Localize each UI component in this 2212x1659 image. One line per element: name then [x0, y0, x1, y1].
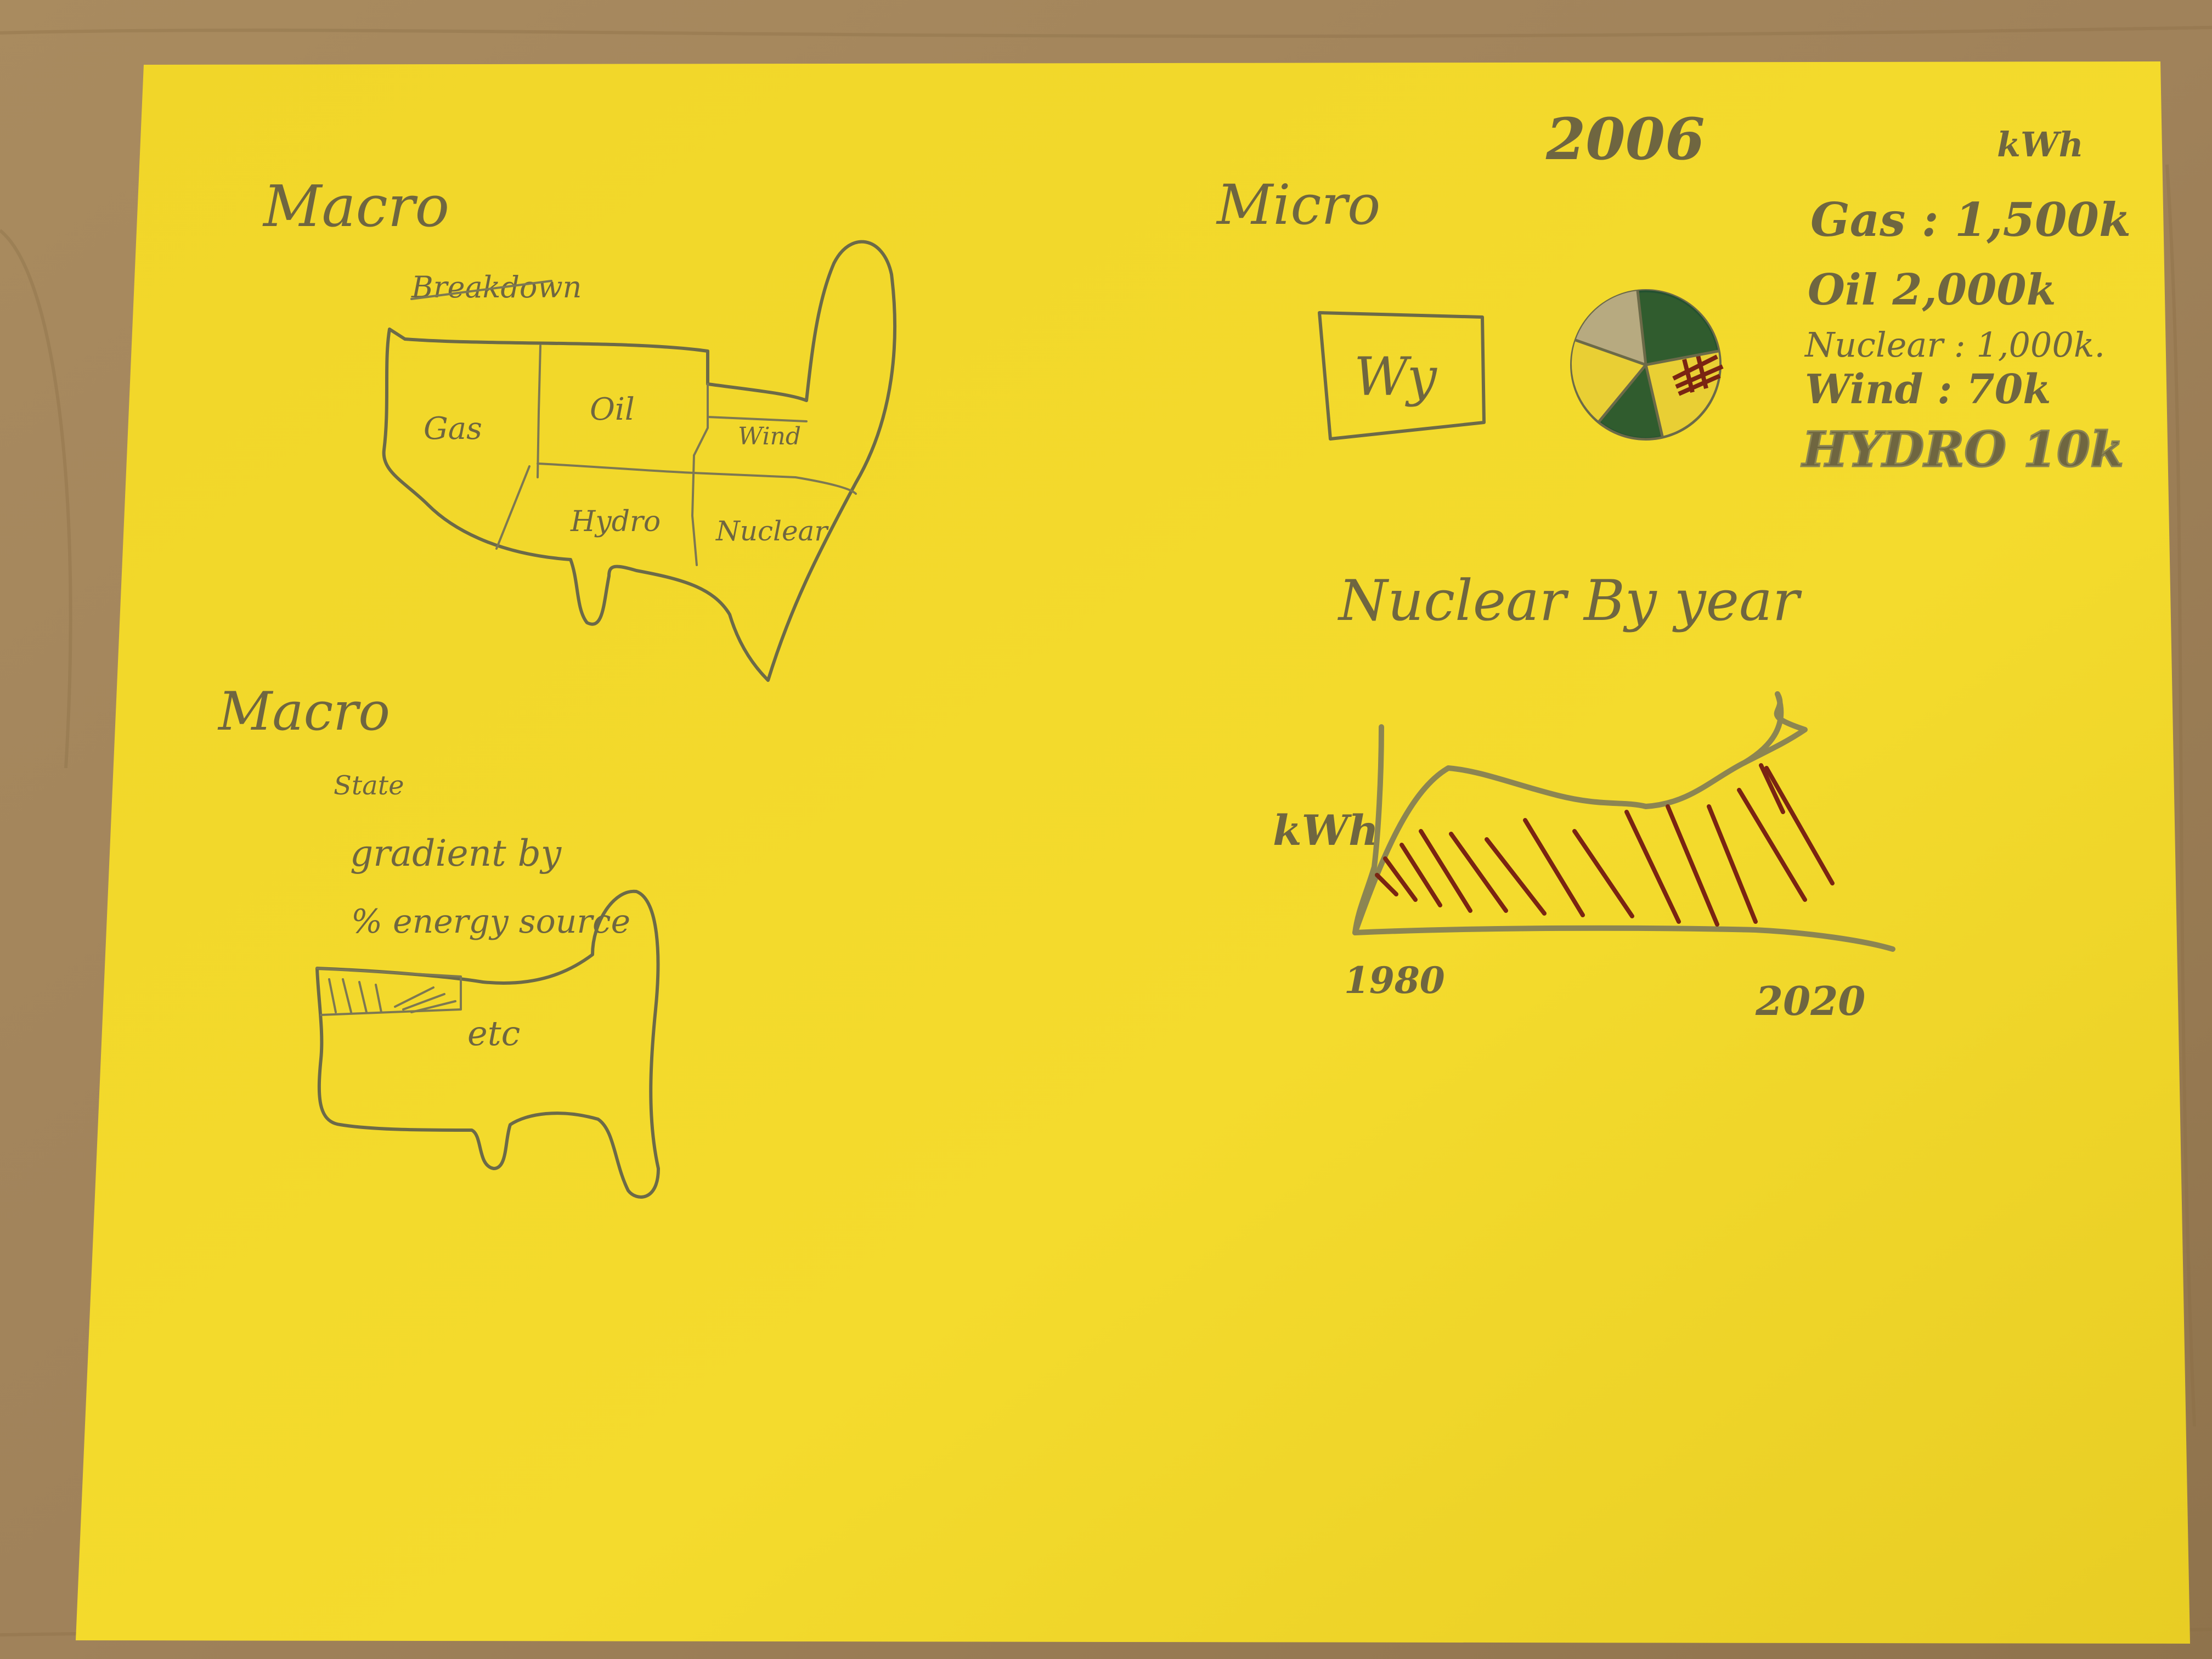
state-map-hatch-box: [316, 967, 462, 1016]
chart-y-axis: [1352, 724, 1384, 935]
micro-year: 2006: [1545, 105, 1705, 173]
us-map-outline: [382, 240, 896, 682]
divider-wind-right: [707, 416, 808, 422]
divider-gas-hydro: [495, 465, 531, 550]
divider-hydro-nuclear: [691, 454, 698, 566]
legend-gas: Gas : 1,500k: [1810, 193, 2131, 247]
state-box-label: Wy: [1354, 346, 1438, 408]
legend-oil: Oil 2,000k: [1808, 265, 2056, 315]
chart-area-curve-tail: [1742, 691, 1784, 765]
nuclear-chart-ylabel: kWh: [1273, 806, 1379, 855]
state-map-outline: [315, 889, 660, 1199]
state-map-section: Macro State gradient by % energy source …: [217, 681, 660, 1199]
divider-oil-wind: [693, 383, 709, 456]
breakdown-map-heading: Macro: [262, 173, 449, 240]
nuclear-chart-section: Nuclear By year kWh 1980 2020: [1273, 568, 1895, 1024]
chart-area-hatching: [1375, 763, 1835, 927]
region-label-nuclear: Nuclear: [715, 515, 829, 547]
chart-x-start-label: 1980: [1344, 959, 1445, 1002]
breakdown-map-section: Macro Breakdown Gas Oil Wind Hydro Nucle…: [262, 173, 896, 682]
state-map-etc-label: etc: [467, 1013, 520, 1053]
legend-wind: Wind : 70k: [1805, 366, 2051, 413]
divider-horizontal: [537, 462, 857, 495]
divider-gas-oil: [537, 345, 541, 478]
micro-unit: kWh: [1997, 125, 2084, 165]
pie-chart-sketch-icon: [1570, 289, 1724, 441]
state-map-hatch-lines: [328, 978, 456, 1013]
chart-x-end-label: 2020: [1755, 978, 1865, 1024]
legend-nuclear: Nuclear : 1,000k.: [1804, 325, 2105, 365]
breakdown-underline: [410, 280, 552, 300]
legend-hydro: HYDRO 10k: [1801, 421, 2124, 478]
nuclear-chart-title: Nuclear By year: [1337, 568, 1802, 634]
region-label-gas: Gas: [424, 411, 482, 447]
micro-section: Micro 2006 kWh Wy Gas : 1,500k Oil 2,00: [1216, 105, 2131, 479]
region-label-oil: Oil: [590, 392, 635, 427]
yellow-paper-sheet: [76, 61, 2190, 1644]
state-box: [1318, 311, 1486, 441]
region-label-hydro: Hydro: [570, 505, 661, 538]
chart-x-axis: [1352, 925, 1895, 952]
region-label-wind: Wind: [738, 422, 801, 450]
state-map-note-line1: gradient by: [350, 832, 562, 874]
micro-heading: Micro: [1216, 173, 1380, 237]
state-map-note-line2: % energy source: [351, 902, 630, 941]
chart-area-curve: [1352, 691, 1808, 935]
state-map-heading: Macro: [217, 681, 390, 742]
state-map-subheading: State: [334, 770, 404, 801]
